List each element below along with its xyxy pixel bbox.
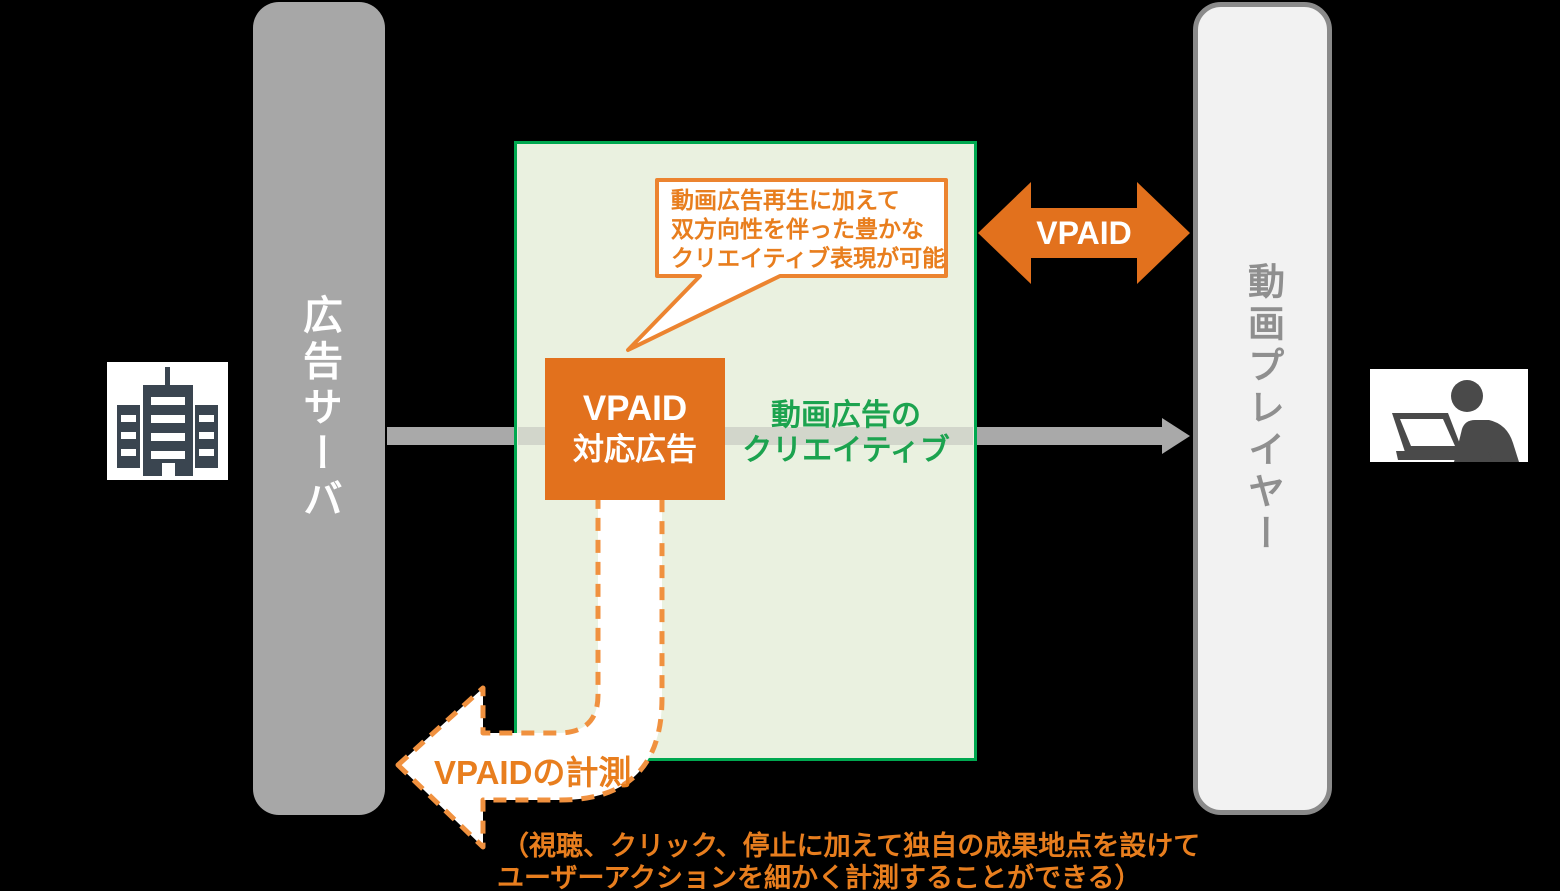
measurement-arrow-label: VPAIDの計測 (434, 754, 632, 791)
creative-arrow-shaft-right (977, 427, 1162, 445)
ad-server-bar: 広告サーバ (253, 2, 385, 815)
creative-arrow-shaft-left (387, 427, 514, 445)
ad-server-label: 広告サーバ (297, 293, 341, 524)
viewer-box (1370, 369, 1528, 462)
person-laptop-icon (1392, 380, 1519, 462)
vpaid-ad-box-subtitle: 対応広告 (573, 432, 697, 467)
vpaid-ad-box-title: VPAID (582, 389, 688, 428)
speech-bubble-line-1: 動画広告再生に加えて (671, 187, 900, 213)
vpaid-protocol-arrow-label: VPAID (1036, 215, 1132, 251)
creative-arrow-head (1162, 418, 1190, 454)
video-player-bar: 動画プレイヤー (1193, 2, 1332, 815)
caption-line-1: （視聴、クリック、停止に加えて独自の成果地点を設けて (502, 831, 1201, 861)
caption-line-2: ユーザーアクションを細かく計測することができる） (497, 863, 1142, 891)
speech-bubble-text: 動画広告再生に加えて 双方向性を伴った豊かな クリエイティブ表現が可能 (657, 176, 971, 273)
building-icon (117, 367, 218, 476)
speech-bubble-line-3: クリエイティブ表現が可能 (671, 245, 946, 271)
creative-label-line-1: 動画広告の (771, 399, 921, 432)
creative-label: 動画広告の クリエイティブ (740, 398, 952, 468)
vpaid-ad-box: VPAID 対応広告 (545, 358, 725, 500)
creative-label-line-2: クリエイティブ (742, 434, 950, 467)
speech-bubble-line-2: 双方向性を伴った豊かな (671, 216, 924, 242)
video-player-label: 動画プレイヤー (1242, 261, 1284, 556)
advertiser-box (107, 362, 228, 480)
